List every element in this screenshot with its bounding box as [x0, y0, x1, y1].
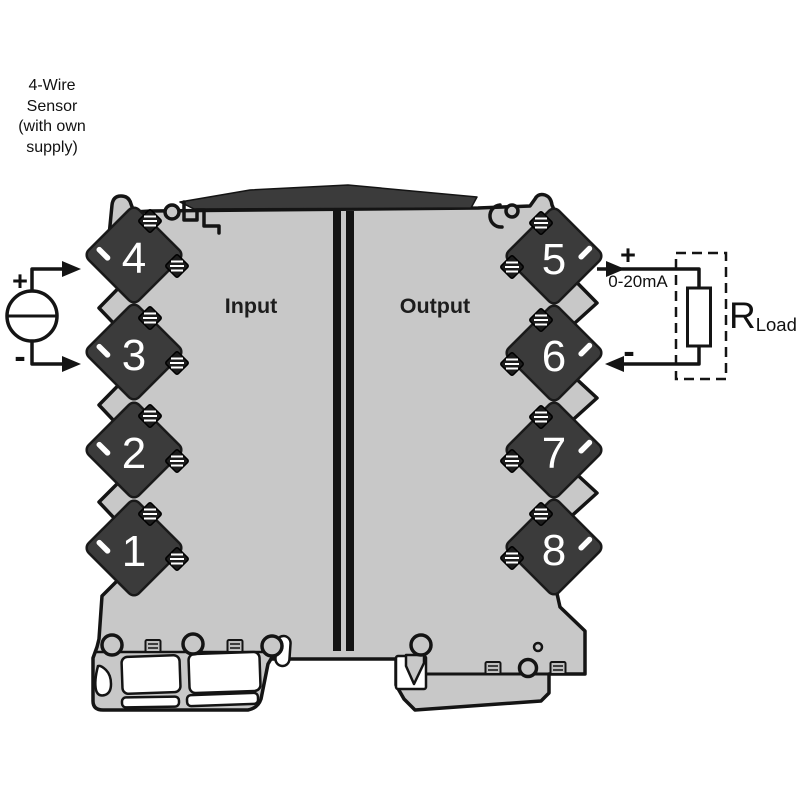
load-label-subscript: Load	[755, 314, 797, 335]
top-cap	[179, 184, 478, 210]
terminal-block-2	[85, 401, 183, 499]
sensor-negative-sign: -	[14, 338, 26, 376]
output-negative-sign: -	[623, 333, 635, 371]
terminal-block-6	[505, 304, 603, 402]
terminal-block-3	[85, 303, 183, 401]
terminal-number-4: 4	[121, 234, 147, 283]
arrow-to-terminal-4	[62, 261, 81, 277]
terminal-number-5: 5	[541, 235, 567, 284]
terminal-block-5	[505, 207, 603, 305]
load-label-r: R	[729, 295, 756, 336]
current-range-label: 0-20mA	[608, 272, 668, 291]
top-right-clamp-detail	[488, 203, 520, 229]
bottom-hardware	[100, 632, 567, 679]
sensor-positive-sign: +	[12, 266, 28, 296]
terminal-blocks	[85, 206, 603, 597]
load-label: RLoad	[729, 295, 797, 337]
terminal-number-6: 6	[541, 332, 567, 381]
load-dashed-box	[674, 251, 728, 381]
arrow-to-terminal-3	[62, 356, 81, 372]
terminal-number-1: 1	[121, 527, 147, 576]
input-section-label: Input	[224, 294, 278, 318]
sensor-source-circuit	[5, 261, 81, 372]
output-positive-sign: +	[620, 240, 636, 270]
module-body	[91, 184, 599, 712]
arrow-output-negative	[605, 356, 624, 372]
terminal-block-4	[85, 206, 183, 304]
isolation-divider	[333, 211, 341, 651]
arrow-output-positive	[606, 261, 625, 277]
terminal-number-7: 7	[541, 429, 567, 478]
output-section-label: Output	[399, 294, 471, 318]
terminal-block-1	[85, 499, 183, 597]
sensor-caption: 4-Wire Sensor (with own supply)	[18, 77, 86, 156]
top-left-clamp-detail	[163, 200, 221, 235]
load-resistor	[686, 286, 712, 348]
terminal-number-8: 8	[541, 526, 567, 575]
load-circuit	[597, 251, 728, 381]
terminal-number-2: 2	[121, 429, 147, 478]
terminal-block-8	[505, 498, 603, 596]
terminal-block-7	[505, 401, 603, 499]
terminal-slot	[96, 246, 111, 261]
terminal-number-3: 3	[121, 331, 147, 380]
